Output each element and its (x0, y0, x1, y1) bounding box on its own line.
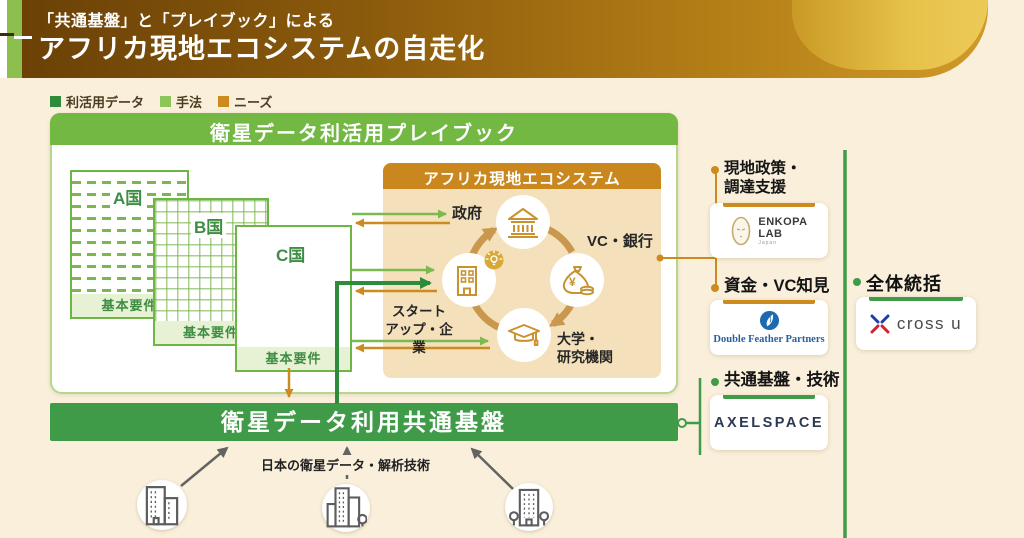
green-junction-ring (677, 418, 687, 428)
playbook-title: 衛星データ利活用プレイブック (210, 123, 518, 145)
slide-title: アフリカ現地エコシステムの自走化 (38, 34, 486, 64)
legend: 利活用データ 手法 ニーズ (50, 92, 272, 111)
legend-item-method: 手法 (160, 92, 202, 111)
card-accent-bar (723, 300, 815, 304)
partner-bullet (711, 378, 719, 386)
legend-swatch-orange (218, 96, 230, 107)
dfp-logo-text: Double Feather Partners (713, 334, 825, 345)
card-accent-bar (723, 395, 815, 399)
partner-label-funding: 資金・VC知見 (724, 277, 830, 295)
enkopa-mask-icon (732, 216, 751, 245)
building-icon (508, 488, 550, 527)
partner-card-dfp: Double Feather Partners (710, 300, 828, 355)
partner-bullet (711, 166, 719, 174)
header-left-strip (0, 0, 7, 78)
building-icon (326, 487, 367, 528)
partner-label-policy: 現地政策・ 調達支援 (724, 160, 802, 196)
header-green-accent (7, 0, 22, 78)
enkopa-logo-text: ENKOPA (758, 215, 808, 228)
header-white-dash (14, 36, 32, 39)
overall-bullet (853, 278, 861, 286)
cross-x-icon (870, 314, 890, 333)
card-accent-bar (723, 203, 815, 207)
partner-label-platform: 共通基盤・技術 (724, 371, 840, 389)
legend-label: 手法 (176, 95, 203, 110)
feather-circle-icon (759, 310, 779, 331)
japan-tech-label: 日本の衛星データ・解析技術 (258, 455, 434, 474)
university-label: 大学・ 研究機関 (557, 331, 613, 365)
legend-label: ニーズ (234, 95, 273, 110)
legend-swatch-dark-green (50, 96, 61, 107)
slide-subtitle: 「共通基盤」と「プレイブック」による (38, 13, 335, 30)
legend-item-data: 利活用データ (50, 92, 144, 111)
japan-org-circle-1 (137, 480, 187, 530)
header-dark-dash (0, 33, 14, 36)
partner-card-axelspace: AXELSPACE (710, 395, 828, 450)
startup-label: スタート アップ・企業 (385, 304, 453, 355)
building-icon (145, 486, 179, 526)
overall-card-crossu: cross u (856, 297, 976, 350)
ecosystem-header (383, 163, 661, 189)
legend-label: 利活用データ (66, 95, 145, 110)
country-card-c: C国 基本要件 (235, 225, 352, 372)
country-name: A国 (110, 184, 146, 209)
legend-swatch-light-green (160, 96, 172, 107)
platform-bar: 衛星データ利用共通基盤 (50, 403, 678, 441)
partner-card-enkopa: ENKOPA LAB Japan (710, 203, 828, 258)
overall-label: 全体統括 (866, 274, 942, 294)
playbook-header (50, 113, 678, 145)
vc-bank-label: VC・銀行 (587, 233, 653, 250)
crossu-logo-text: cross u (896, 313, 963, 333)
country-name: C国 (276, 246, 306, 265)
axelspace-logo-text: AXELSPACE (713, 414, 825, 431)
government-label: 政府 (452, 205, 483, 222)
ecosystem-title: アフリカ現地エコシステム (423, 171, 621, 188)
japan-org-circle-3 (505, 483, 553, 531)
partner-bullet (711, 284, 719, 292)
header-gold-swirl (792, 0, 988, 70)
legend-item-needs: ニーズ (218, 92, 272, 111)
card-accent-bar (869, 297, 963, 301)
country-name: B国 (191, 213, 227, 238)
japan-org-circle-2 (322, 484, 370, 532)
requirement-band: 基本要件 (237, 347, 350, 370)
